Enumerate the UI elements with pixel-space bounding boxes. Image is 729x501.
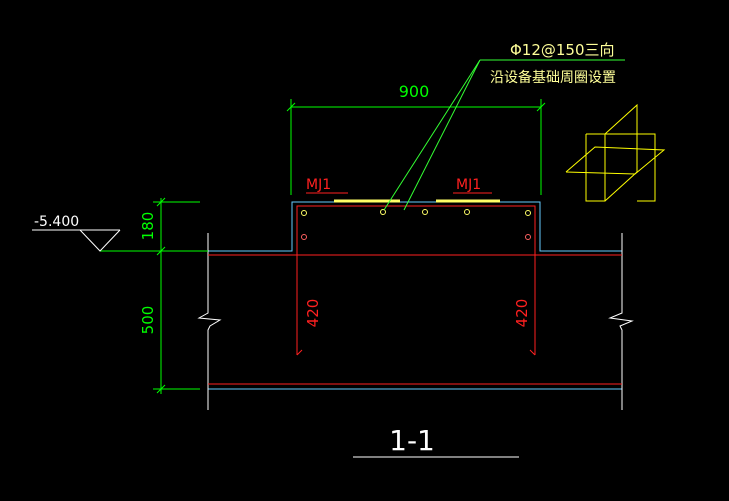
tick xyxy=(536,102,546,112)
elevation-marker xyxy=(32,229,121,252)
top-dimension xyxy=(286,99,546,195)
right-anchor-length: 420 xyxy=(513,299,531,328)
lower-height-label: 500 xyxy=(139,306,157,335)
left-anchor-bar xyxy=(296,349,303,356)
embed-plates: MJ1 MJ1 xyxy=(306,177,500,203)
pedestal-stirrup xyxy=(296,205,536,355)
right-break-line xyxy=(608,233,634,410)
left-anchor-length: 420 xyxy=(304,299,322,328)
rebar-dot xyxy=(301,210,307,216)
left-break-line xyxy=(197,233,222,410)
top-width-label: 900 xyxy=(399,82,430,101)
iso-horizontal-plane xyxy=(565,146,666,175)
rebar-dot xyxy=(464,209,470,215)
note-line-2: 沿设备基础周圈设置 xyxy=(490,69,616,86)
tick xyxy=(156,384,166,394)
section-title-group: 1-1 xyxy=(353,424,519,458)
tick xyxy=(156,197,166,207)
tick xyxy=(286,102,296,112)
isometric-rebar-icon xyxy=(565,103,666,202)
right-embed-label: MJ1 xyxy=(456,177,481,193)
rebar-dot xyxy=(380,209,386,215)
iso-vertical-plane xyxy=(585,133,606,202)
rebar-dots xyxy=(301,209,531,240)
rebar-dot xyxy=(525,210,531,216)
rebar-dot xyxy=(525,234,531,240)
iso-back-plane xyxy=(604,103,638,202)
leader-line xyxy=(383,59,481,211)
left-embed-label: MJ1 xyxy=(306,177,331,193)
rebar-dot xyxy=(422,209,428,215)
concrete-outline xyxy=(208,201,622,390)
rebar xyxy=(208,205,622,385)
left-dimensions xyxy=(100,197,208,394)
note-line-1: Φ12@150三向 xyxy=(510,41,615,59)
pedestal-outline xyxy=(208,201,622,252)
tick xyxy=(156,246,166,256)
section-title: 1-1 xyxy=(389,424,435,457)
note-leaders xyxy=(383,59,625,211)
elevation-label: -5.400 xyxy=(34,214,79,230)
upper-height-label: 180 xyxy=(139,212,157,241)
elevation-triangle xyxy=(79,229,121,252)
rebar-dot xyxy=(301,234,307,240)
break-lines xyxy=(197,233,634,410)
iso-mid-frame xyxy=(605,133,656,202)
right-anchor-bar xyxy=(529,349,536,356)
leader-line xyxy=(403,59,481,211)
